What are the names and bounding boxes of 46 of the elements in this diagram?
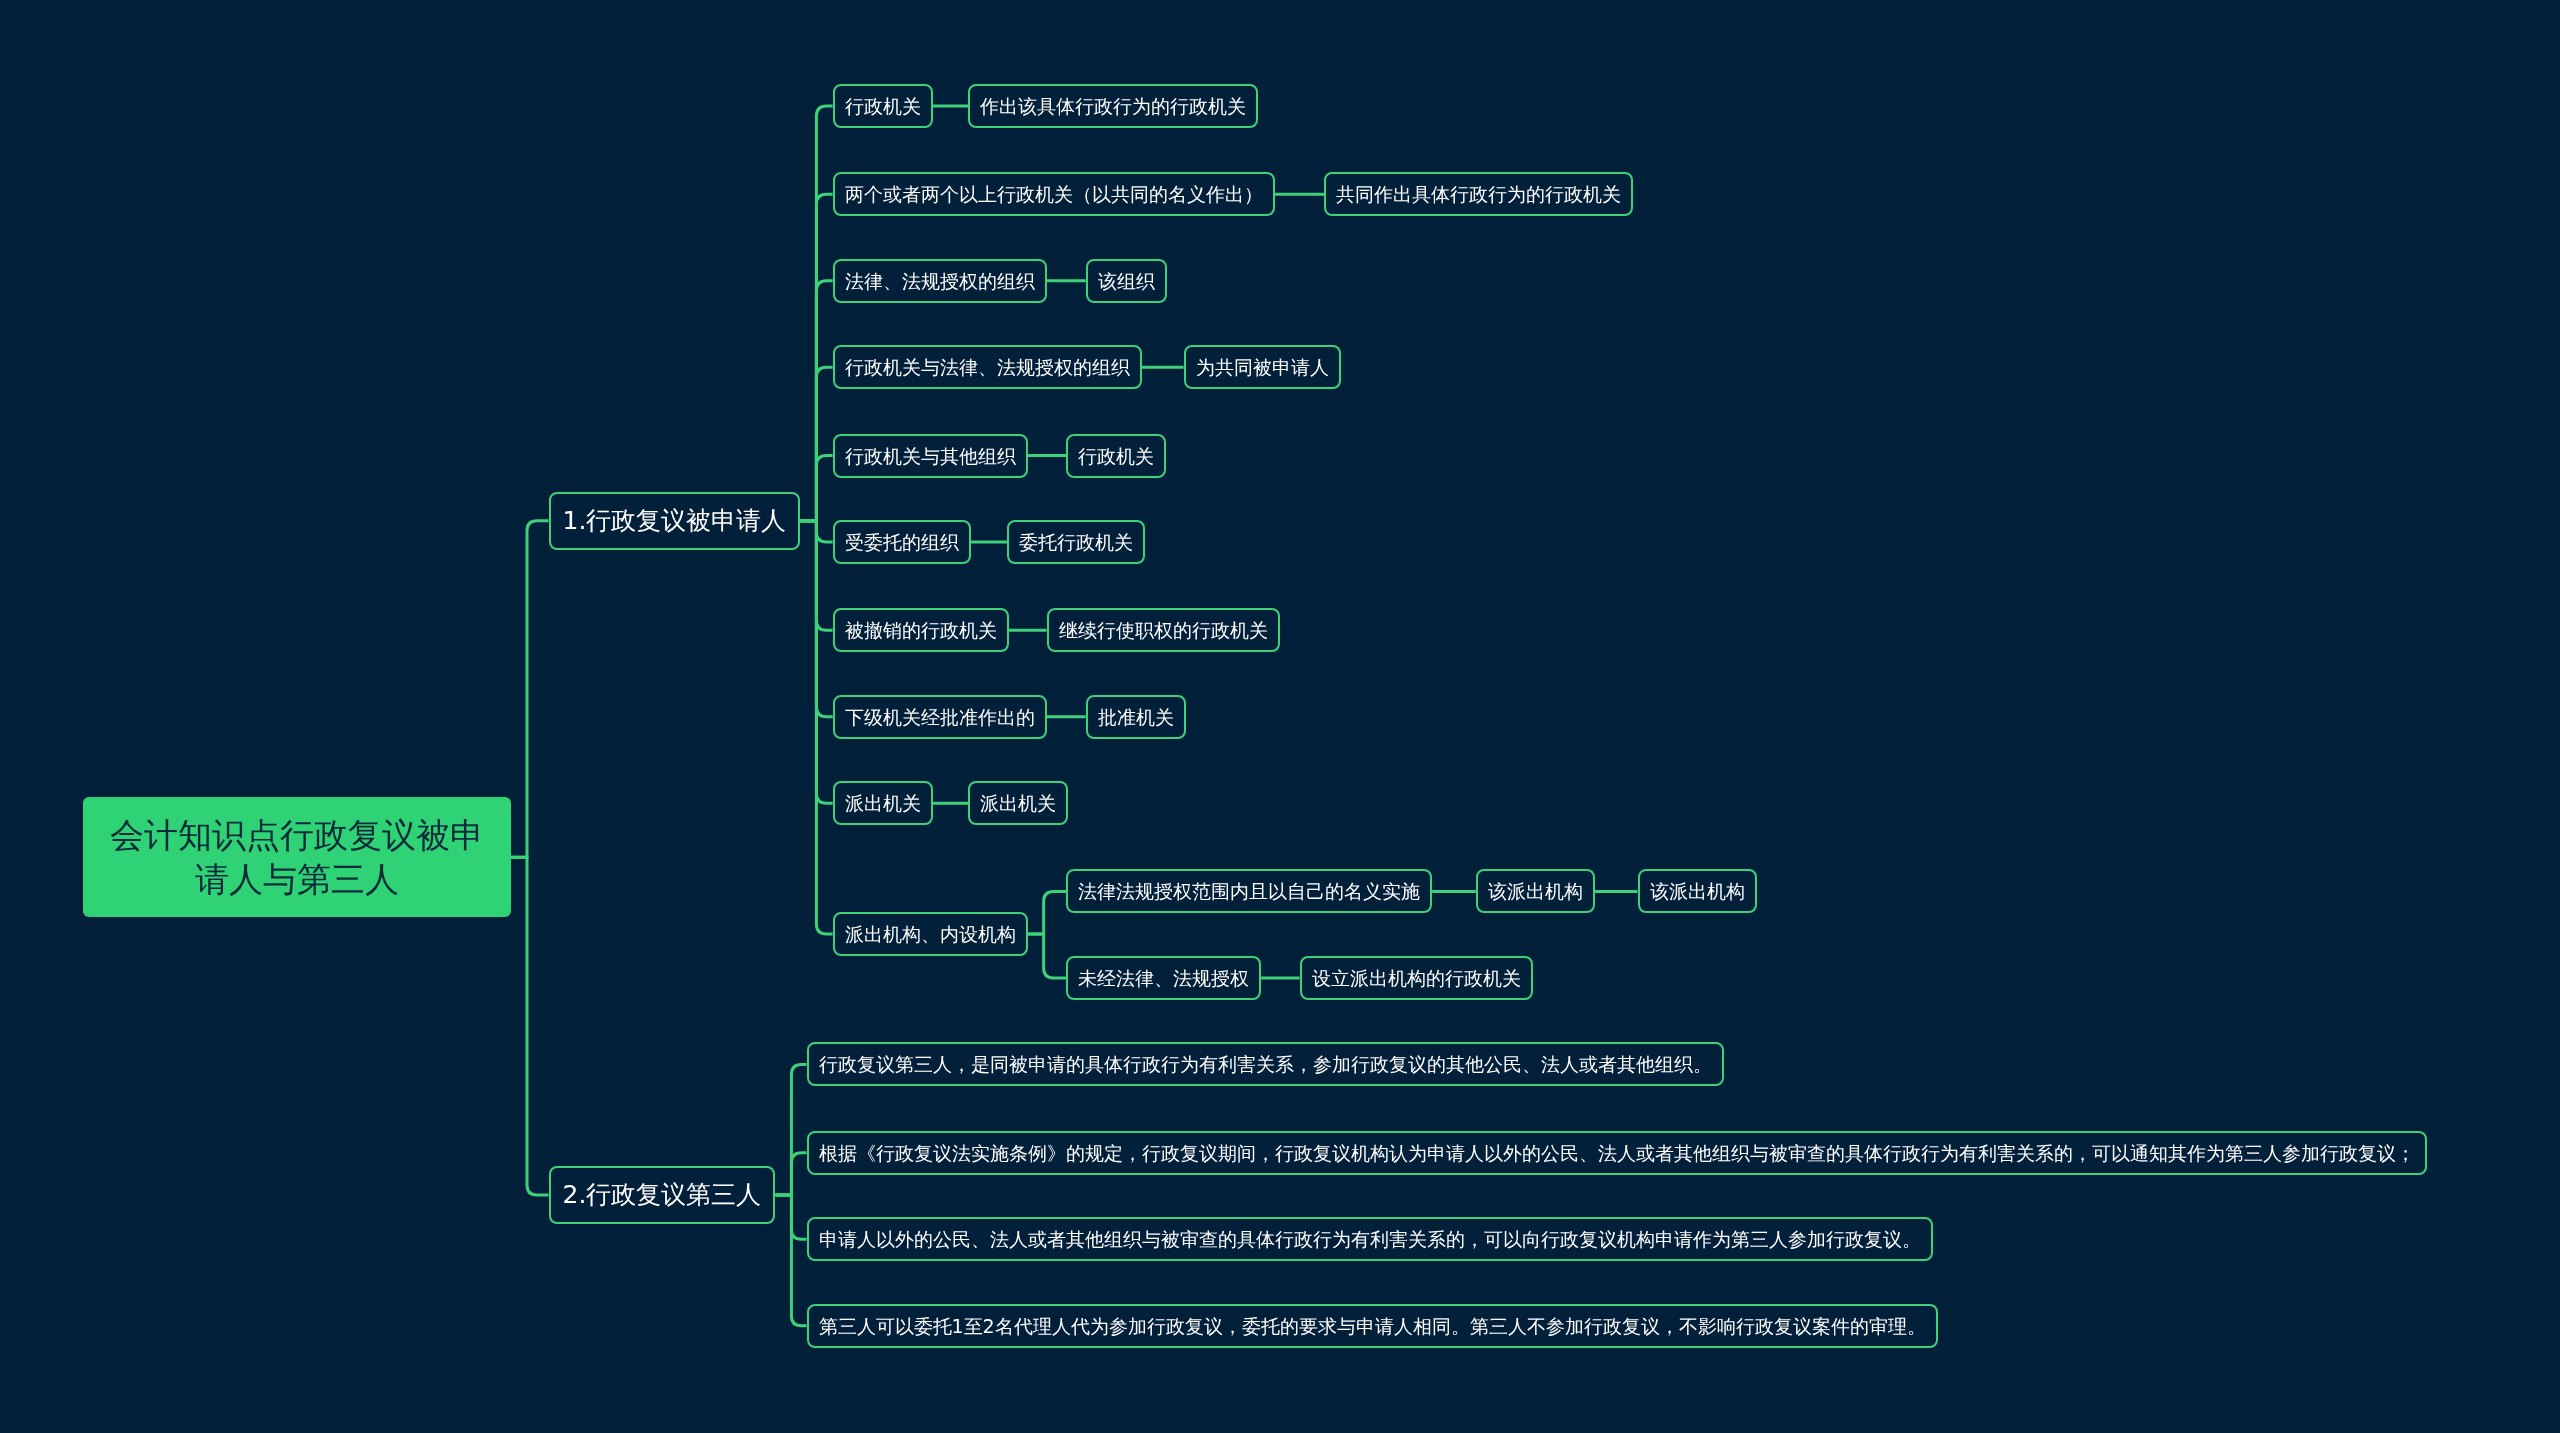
connector-line: [1027, 932, 1067, 980]
connector-line: [1046, 715, 1086, 719]
topic-box: 行政机关: [1066, 433, 1167, 478]
connector-line: [970, 540, 1008, 544]
topic-box: 该派出机构: [1475, 869, 1595, 914]
topic-box: 派出机关: [968, 781, 1069, 826]
topic-box: 未经法律、法规授权: [1066, 955, 1262, 1000]
topic-box: 1.行政复议被申请人: [548, 491, 801, 550]
topic-box: 第三人可以委托1至2名代理人代为参加行政复议，委托的要求与申请人相同。第三人不参加行政复议，不影响行政复议案件的审理。: [806, 1303, 1938, 1348]
topic-box: 继续行使职权的行政机关: [1046, 608, 1280, 653]
topic-box: 受委托的组织: [832, 520, 971, 565]
topic-box: 行政机关与其他组织: [832, 433, 1028, 478]
topic-box: 派出机关: [832, 781, 933, 826]
connector-line: [1432, 889, 1476, 893]
topic-box: 两个或者两个以上行政机关（以共同的名义作出）: [832, 172, 1275, 217]
connector-line: [1008, 628, 1047, 632]
root-topic-box: 会计知识点行政复议被申请人与第三人: [83, 797, 511, 918]
topic-box: 行政机关与法律、法规授权的组织: [832, 345, 1142, 390]
topic-box: 被撤销的行政机关: [832, 608, 1009, 653]
topic-box: 下级机关经批准作出的: [832, 694, 1047, 739]
connector-line: [1594, 889, 1638, 893]
topic-box: 共同作出具体行政行为的行政机关: [1324, 172, 1634, 217]
topic-box: 批准机关: [1085, 694, 1186, 739]
topic-box: 2.行政复议第三人: [548, 1166, 776, 1225]
topic-box: 法律法规授权范围内且以自己的名义实施: [1066, 869, 1433, 914]
topic-box: 行政复议第三人，是同被申请的具体行政行为有利害关系，参加行政复议的其他公民、法人或者其他组织。: [806, 1042, 1724, 1087]
topic-box: 该派出机构: [1637, 869, 1757, 914]
connector-line: [1141, 365, 1184, 369]
topic-box: 根据《行政复议法实施条例》的规定，行政复议期间，行政复议机构认为申请人以外的公民、法人或者其他组织与被审查的具体行政行为有利害关系的，可以通知其作为第三人参加行政复议；: [806, 1130, 2427, 1175]
connector-line: [1274, 192, 1325, 196]
topic-box: 法律、法规授权的组织: [832, 258, 1047, 303]
topic-box: 设立派出机构的行政机关: [1299, 955, 1533, 1000]
connector-line: [932, 801, 969, 805]
connector-line: [932, 104, 969, 108]
topic-box: 派出机构、内设机构: [832, 911, 1028, 956]
connector-line: [1046, 279, 1086, 283]
topic-box: 作出该具体行政行为的行政机关: [968, 84, 1259, 129]
topic-box: 为共同被申请人: [1183, 345, 1341, 390]
connector-line: [1261, 976, 1300, 980]
topic-box: 申请人以外的公民、法人或者其他组织与被审查的具体行政行为有利害关系的，可以向行政复议机构申请作为第三人参加行政复议。: [806, 1217, 1933, 1262]
topic-box: 该组织: [1085, 258, 1167, 303]
connector-line: [800, 519, 833, 936]
topic-box: 行政机关: [832, 84, 933, 129]
topic-box: 委托行政机关: [1007, 520, 1146, 565]
connector-line: [1027, 454, 1067, 457]
connector-line: [511, 855, 549, 1197]
